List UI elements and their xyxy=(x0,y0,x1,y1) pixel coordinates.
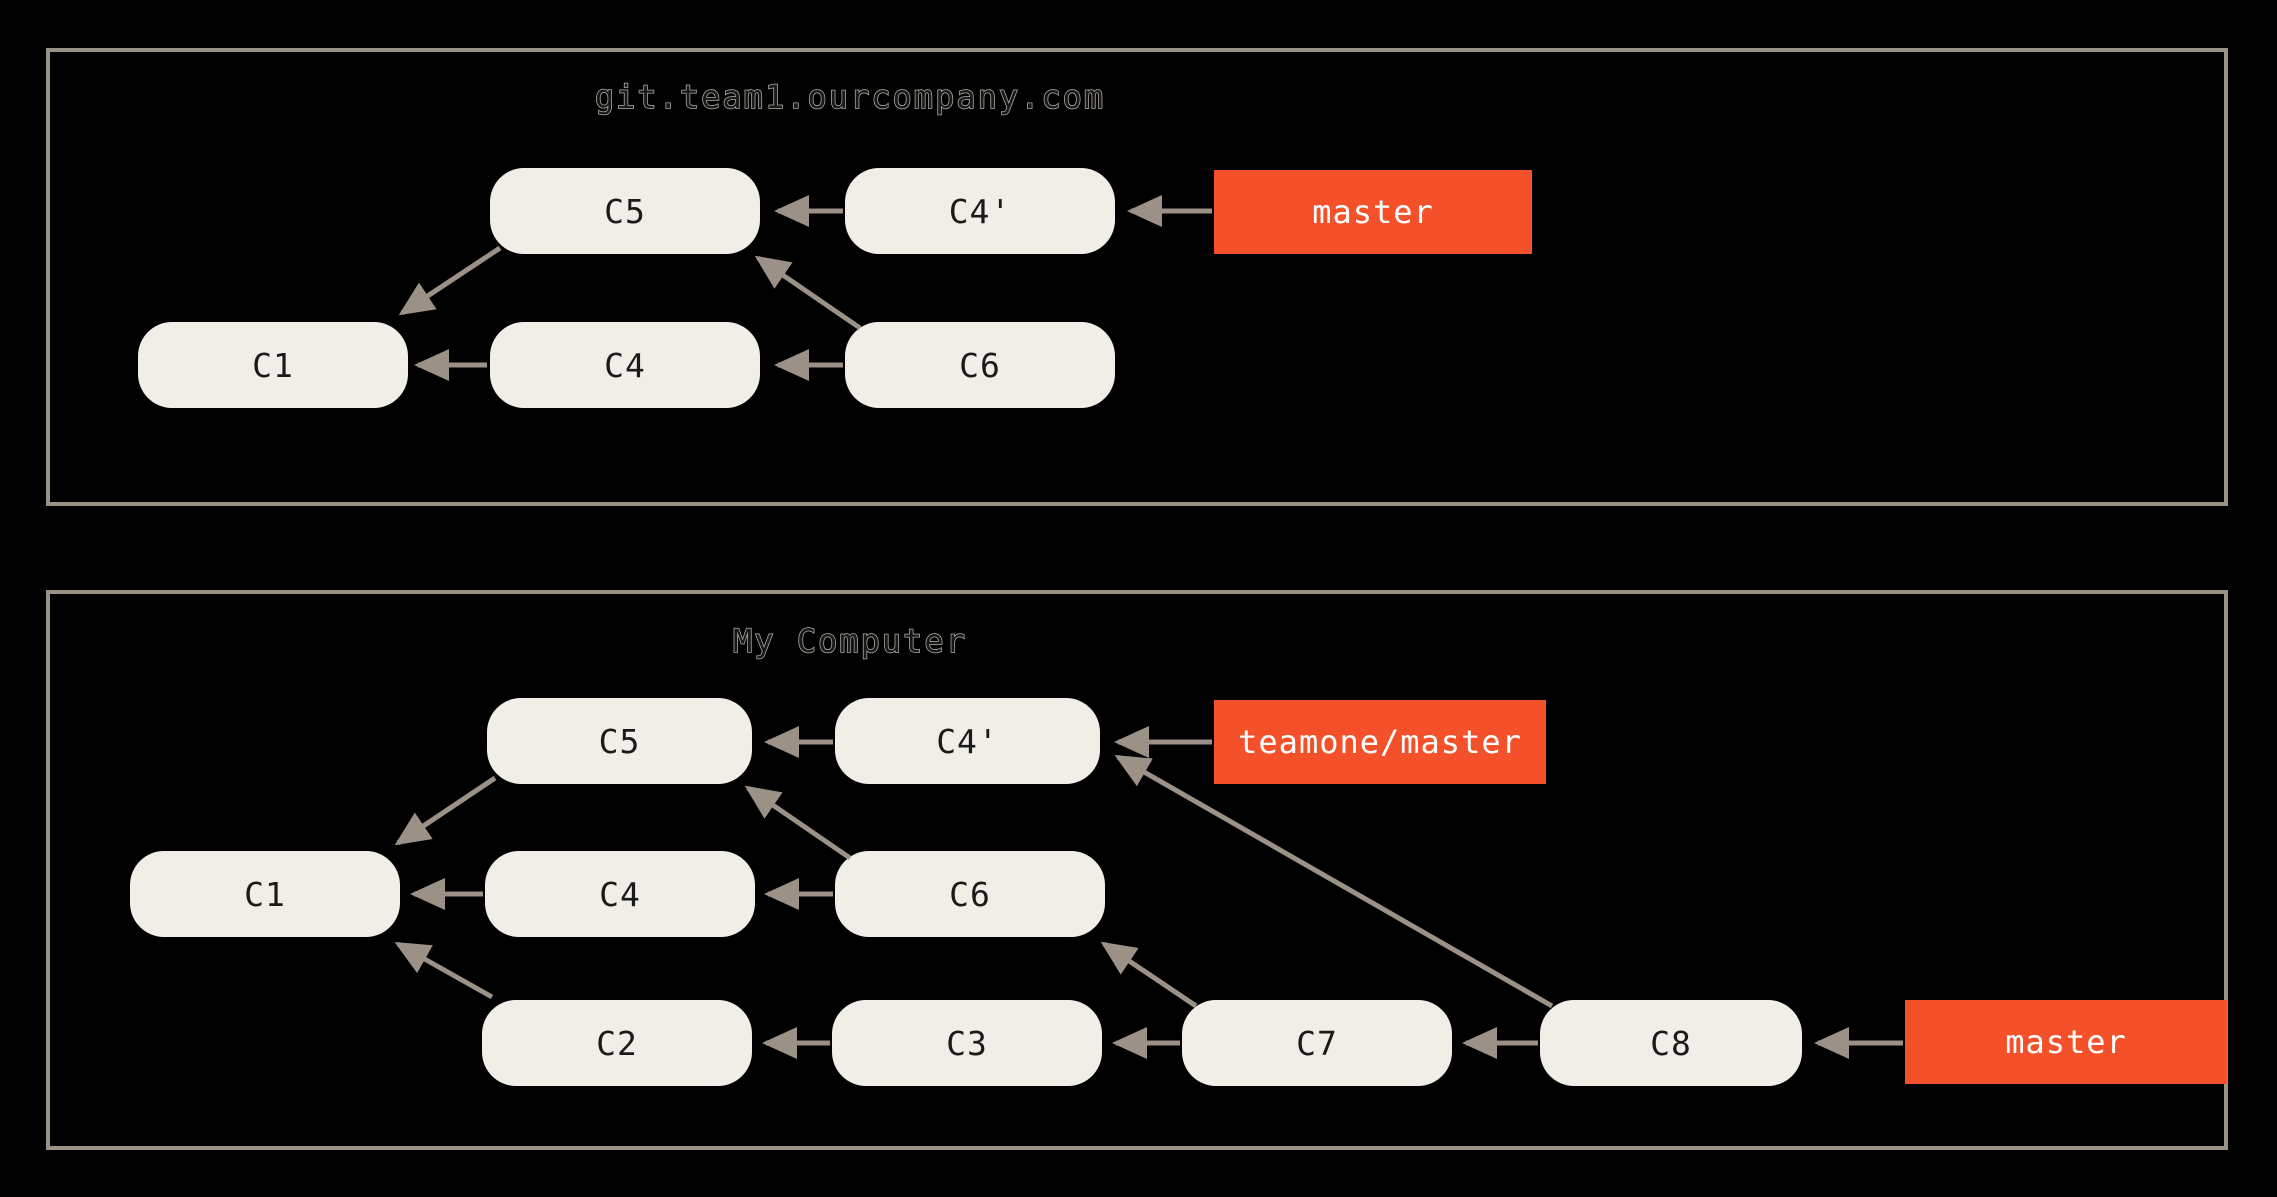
branch-label-master-local[interactable]: master xyxy=(1905,1000,2227,1084)
commit-node-c4prime-remote[interactable]: C4' xyxy=(845,168,1115,254)
commit-node-c4-local[interactable]: C4 xyxy=(485,851,755,937)
commit-node-c5-remote[interactable]: C5 xyxy=(490,168,760,254)
commit-node-c8-local[interactable]: C8 xyxy=(1540,1000,1802,1086)
commit-label: C1 xyxy=(252,345,294,385)
commit-label: C1 xyxy=(244,874,286,914)
commit-node-c1-local[interactable]: C1 xyxy=(130,851,400,937)
panel-local-repository xyxy=(46,590,2228,1150)
branch-label-text: teamone/master xyxy=(1238,723,1522,761)
panel-remote-repository xyxy=(46,48,2228,506)
branch-label-text: master xyxy=(2005,1023,2127,1061)
commit-label: C8 xyxy=(1650,1023,1692,1063)
commit-node-c2-local[interactable]: C2 xyxy=(482,1000,752,1086)
commit-label: C6 xyxy=(959,345,1001,385)
commit-label: C3 xyxy=(946,1023,988,1063)
commit-node-c6-local[interactable]: C6 xyxy=(835,851,1105,937)
commit-label: C6 xyxy=(949,874,991,914)
branch-label-text: master xyxy=(1312,193,1434,231)
commit-label: C2 xyxy=(596,1023,638,1063)
commit-label: C4' xyxy=(936,721,999,761)
commit-label: C5 xyxy=(604,191,646,231)
commit-node-c1-remote[interactable]: C1 xyxy=(138,322,408,408)
commit-label: C4 xyxy=(604,345,646,385)
commit-node-c3-local[interactable]: C3 xyxy=(832,1000,1102,1086)
commit-label: C4' xyxy=(948,191,1012,231)
commit-node-c4prime-local[interactable]: C4' xyxy=(835,698,1100,784)
branch-label-master-remote[interactable]: master xyxy=(1214,170,1532,254)
branch-label-teamone-master[interactable]: teamone/master xyxy=(1214,700,1546,784)
commit-node-c4-remote[interactable]: C4 xyxy=(490,322,760,408)
commit-node-c7-local[interactable]: C7 xyxy=(1182,1000,1452,1086)
commit-label: C4 xyxy=(599,874,641,914)
commit-label: C7 xyxy=(1296,1023,1338,1063)
commit-node-c5-local[interactable]: C5 xyxy=(487,698,752,784)
commit-node-c6-remote[interactable]: C6 xyxy=(845,322,1115,408)
commit-label: C5 xyxy=(598,721,641,761)
